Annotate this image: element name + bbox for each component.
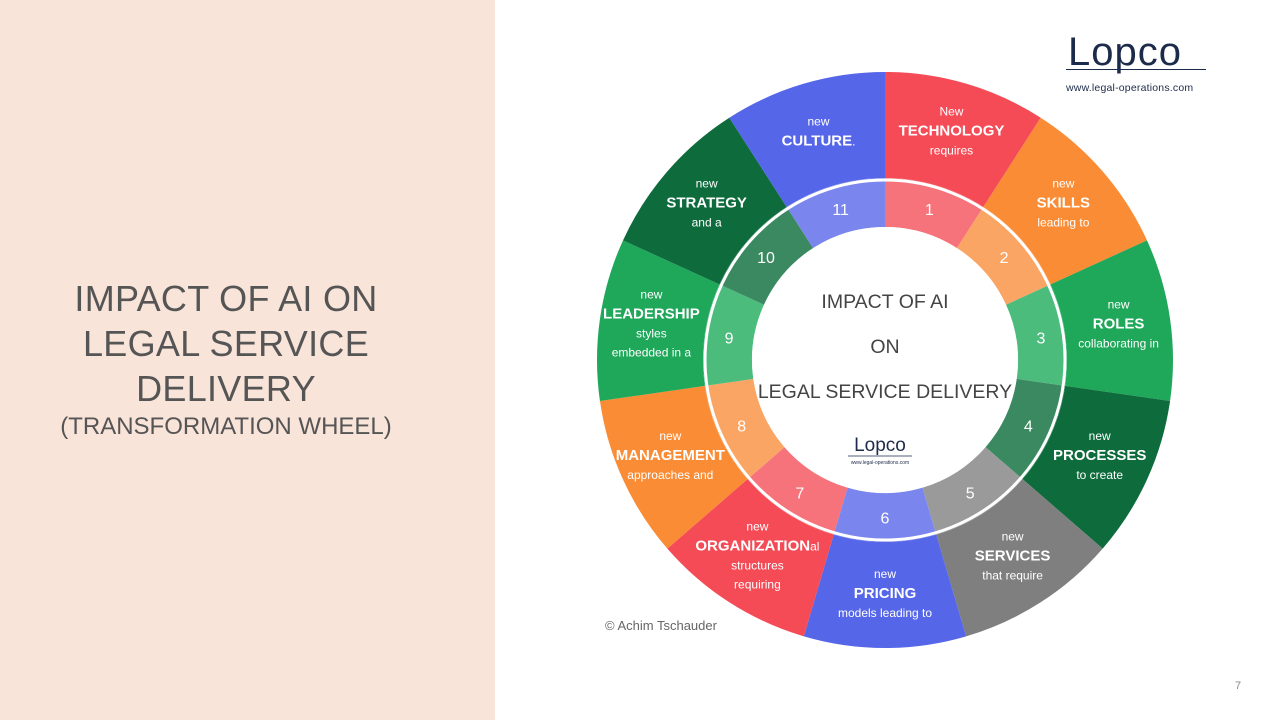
segment-number: 5 [966, 485, 975, 502]
segment-post: structures [731, 559, 784, 573]
segment-keyword: LEADERSHIP [603, 305, 700, 322]
segment-keyword: PROCESSES [1053, 447, 1146, 464]
segment-post: styles [636, 326, 667, 340]
wheel-inner-segment-5 [922, 447, 1023, 535]
wheel-inner-segment-3 [1005, 284, 1067, 386]
left-panel [0, 0, 495, 720]
title-line: LEGAL SERVICE [82, 323, 370, 364]
wheel-segment-roles [1050, 240, 1173, 401]
segment-keyword: STRATEGY [666, 194, 747, 211]
segment-number: 2 [1000, 250, 1009, 267]
wheel-segment-organization [667, 479, 834, 637]
segment-pre: new [1052, 176, 1074, 190]
segment-post: collaborating in [1078, 336, 1159, 350]
segment-number: 1 [925, 202, 934, 219]
wheel-inner-segment-7 [747, 447, 848, 535]
center-logo-wordmark: Lopco [854, 435, 906, 456]
segment-keyword: CULTURE. [782, 133, 856, 150]
wheel-separator-ring [703, 178, 1067, 542]
logo-url: www.legal-operations.com [1066, 82, 1194, 94]
segment-pre: New [939, 105, 963, 119]
logo-rule [1066, 69, 1206, 70]
segment-keyword: MANAGEMENT [616, 447, 725, 464]
segment-pre: new [640, 287, 662, 301]
segment-keyword: ORGANIZATIONal [695, 538, 819, 555]
segment-pre: new [659, 429, 681, 443]
segment-keyword: ROLES [1093, 315, 1145, 332]
segment-pre: new [808, 115, 830, 129]
center-title-line: LEGAL SERVICE DELIVERY [758, 381, 1012, 403]
wheel-inner-segment-6 [833, 487, 937, 542]
title-line: IMPACT OF AI ON [74, 278, 378, 319]
wheel-center [752, 227, 1018, 493]
wheel-segment-management [599, 385, 748, 549]
segment-pre: new [874, 567, 896, 581]
wheel-segment-skills [983, 117, 1147, 285]
wheel-segment-pricing [803, 534, 967, 648]
segment-pre: new [1108, 297, 1130, 311]
logo-wordmark: Lopco [1068, 30, 1182, 74]
segment-post: requiring [734, 578, 781, 592]
segment-post: that require [982, 569, 1043, 583]
segment-post: models leading to [838, 606, 932, 620]
wheel-inner-segment-8 [704, 378, 785, 480]
center-title-line: IMPACT OF AI [821, 291, 948, 313]
title-line: DELIVERY [136, 368, 316, 409]
segment-post: and a [692, 215, 722, 229]
wheel-segment-leadership [597, 240, 720, 401]
segment-pre: new [1089, 429, 1111, 443]
segment-number: 7 [795, 485, 804, 502]
wheel-segment-strategy [623, 117, 787, 285]
segment-number: 6 [881, 511, 890, 528]
segment-pre: new [746, 520, 768, 534]
slide-title: IMPACT OF AI ON LEGAL SERVICE DELIVERY (… [0, 276, 452, 441]
segment-number: 8 [737, 418, 746, 435]
center-logo-url: www.legal-operations.com [851, 460, 909, 466]
segment-post: embedded in a [612, 345, 692, 359]
copyright-note: © Achim Tschauder [605, 618, 717, 633]
segment-keyword: SKILLS [1037, 194, 1090, 211]
segment-number: 3 [1036, 331, 1045, 348]
segment-keyword: SERVICES [975, 548, 1051, 565]
segment-number: 4 [1024, 418, 1033, 435]
segment-post: requires [930, 144, 973, 158]
segment-pre: new [1002, 530, 1024, 544]
wheel-inner-segment-4 [985, 378, 1066, 480]
wheel-inner-segment-10 [719, 206, 814, 305]
wheel-segment-processes [1022, 385, 1171, 549]
wheel-segment-services [936, 479, 1103, 637]
wheel-segment-culture [729, 72, 885, 207]
segment-number: 9 [725, 331, 734, 348]
segment-keyword: TECHNOLOGY [899, 123, 1005, 140]
wheel-inner-segment-2 [956, 206, 1051, 305]
wheel-segment-technology [885, 72, 1041, 207]
center-title-line: ON [870, 336, 899, 358]
wheel-inner-segment-9 [702, 284, 765, 386]
segment-post: approaches and [627, 468, 713, 482]
page-number: 7 [1235, 680, 1242, 692]
segment-keyword: PRICING [854, 585, 917, 602]
segment-number: 10 [757, 250, 775, 267]
lopco-logo: Lopco www.legal-operations.com [1066, 30, 1211, 96]
slide-subtitle: (TRANSFORMATION WHEEL) [60, 413, 392, 440]
segment-post: leading to [1037, 215, 1089, 229]
segment-post: to create [1076, 468, 1123, 482]
segment-pre: new [696, 176, 718, 190]
segment-number: 11 [832, 202, 849, 219]
